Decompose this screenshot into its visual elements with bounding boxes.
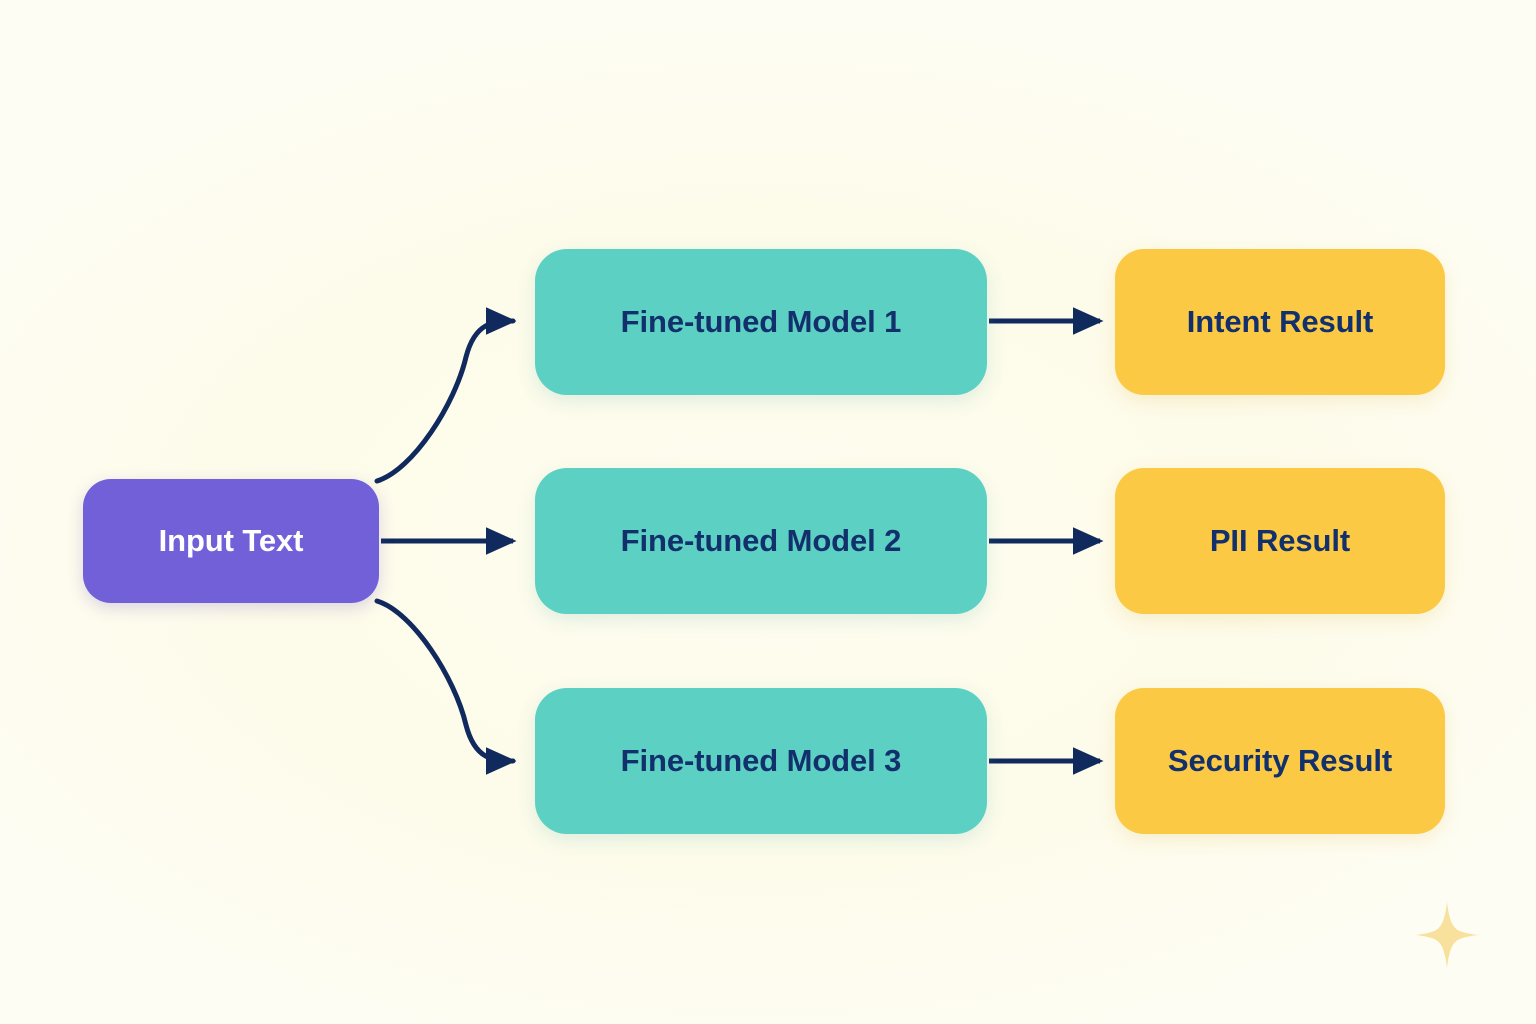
node-fine-tuned-model-3[interactable]: Fine-tuned Model 3 bbox=[535, 688, 987, 834]
node-fine-tuned-model-3-label: Fine-tuned Model 3 bbox=[620, 742, 902, 778]
node-pii-result-label: PII Result bbox=[1209, 522, 1351, 558]
edge-input-to-model-3 bbox=[374, 598, 517, 775]
node-fine-tuned-model-1[interactable]: Fine-tuned Model 1 bbox=[535, 249, 987, 395]
sparkle-icon bbox=[1413, 901, 1481, 969]
node-pii-result[interactable]: PII Result bbox=[1115, 468, 1445, 614]
node-security-result[interactable]: Security Result bbox=[1115, 688, 1445, 834]
node-fine-tuned-model-1-label: Fine-tuned Model 1 bbox=[620, 303, 902, 339]
node-input-text[interactable]: Input Text bbox=[83, 479, 379, 603]
node-security-result-label: Security Result bbox=[1167, 742, 1393, 778]
edge-input-to-model-1 bbox=[374, 307, 517, 484]
node-fine-tuned-model-2-label: Fine-tuned Model 2 bbox=[620, 522, 902, 558]
node-fine-tuned-model-2[interactable]: Fine-tuned Model 2 bbox=[535, 468, 987, 614]
node-intent-result[interactable]: Intent Result bbox=[1115, 249, 1445, 395]
node-input-text-label: Input Text bbox=[158, 522, 304, 558]
node-intent-result-label: Intent Result bbox=[1186, 303, 1374, 339]
